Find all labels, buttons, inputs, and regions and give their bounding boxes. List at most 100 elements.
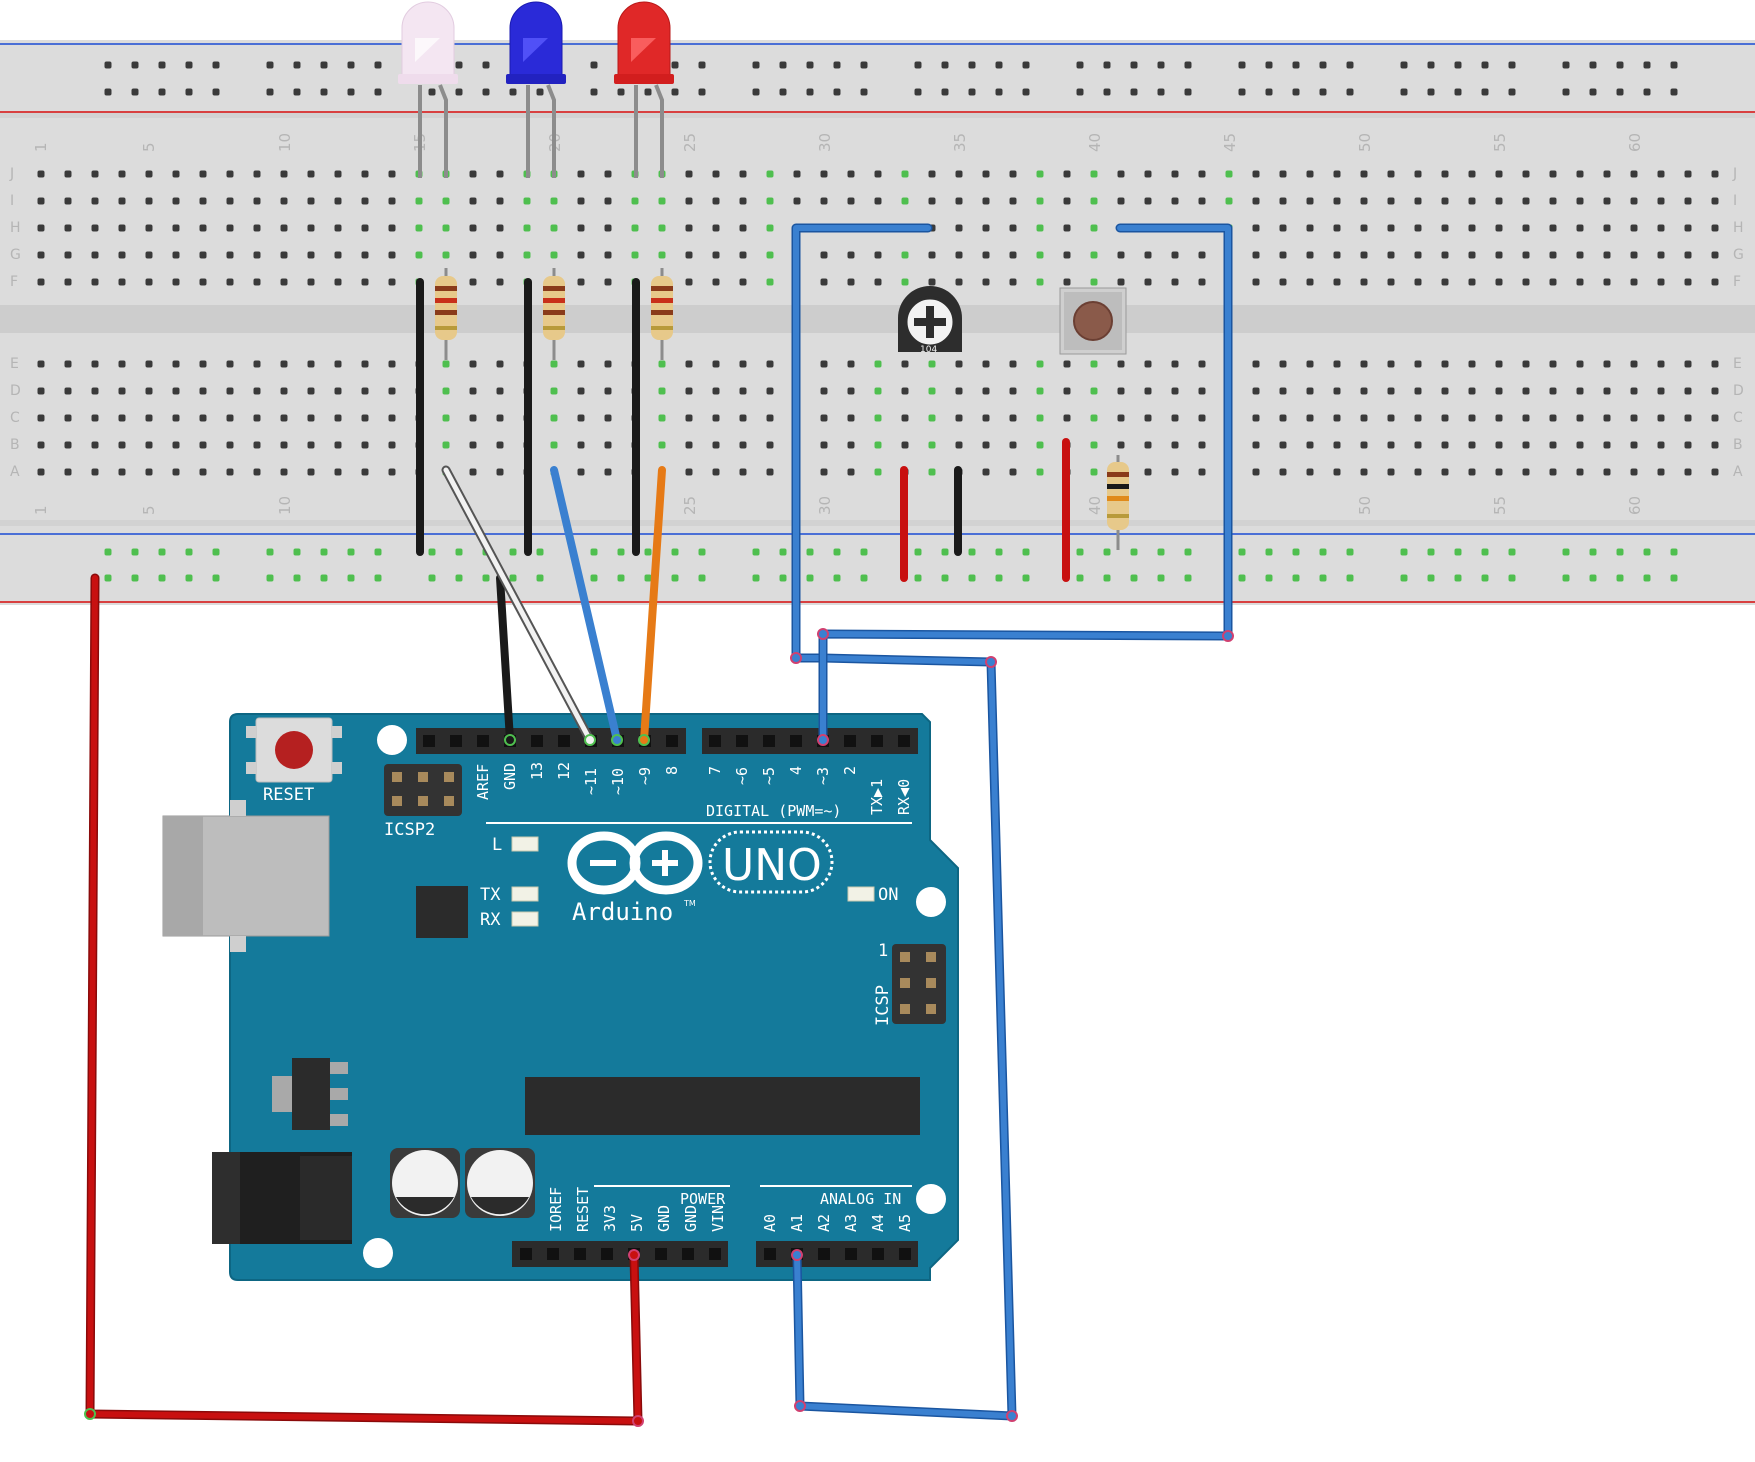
header-pin[interactable]: [450, 735, 462, 747]
breadboard-hole: [1252, 387, 1260, 395]
breadboard-hole: [442, 360, 450, 368]
breadboard-hole: [1441, 468, 1449, 476]
breadboard-hole: [280, 468, 288, 476]
breadboard-hole: [1036, 441, 1044, 449]
header-pin[interactable]: [709, 735, 721, 747]
breadboard-hole: [1387, 468, 1395, 476]
header-pin[interactable]: [477, 735, 489, 747]
breadboard-hole: [955, 251, 963, 259]
pin-label-gnd-1: GND: [655, 1205, 673, 1232]
breadboard-rail-hole: [1157, 61, 1165, 69]
header-pin[interactable]: [531, 735, 543, 747]
breadboard-hole: [1522, 224, 1530, 232]
breadboard-hole: [1603, 360, 1611, 368]
breadboard-hole: [1279, 251, 1287, 259]
breadboard-hole: [1036, 414, 1044, 422]
breadboard-hole: [1630, 170, 1638, 178]
header-pin[interactable]: [790, 735, 802, 747]
header-pin[interactable]: [818, 1248, 830, 1260]
breadboard-rail-hole: [1643, 574, 1651, 582]
breadboard-hole: [226, 360, 234, 368]
breadboard-hole: [199, 414, 207, 422]
header-pin[interactable]: [899, 1248, 911, 1260]
header-pin[interactable]: [763, 735, 775, 747]
breadboard-hole: [253, 197, 261, 205]
breadboard-rail-hole: [428, 548, 436, 556]
breadboard-hole: [1468, 387, 1476, 395]
header-pin[interactable]: [898, 735, 910, 747]
breadboard-hole: [1711, 197, 1719, 205]
breadboard-rail-hole: [293, 61, 301, 69]
breadboard-hole: [1387, 441, 1395, 449]
breadboard-rail-hole: [536, 574, 544, 582]
column-numbers-bottom: 1 5 10 25 30 40 50 55 60: [32, 496, 1644, 515]
breadboard-rail-hole: [1670, 574, 1678, 582]
breadboard-hole: [1036, 468, 1044, 476]
breadboard-hole: [1279, 468, 1287, 476]
header-pin[interactable]: [872, 1248, 884, 1260]
breadboard-hole: [685, 414, 693, 422]
led-red: [614, 1, 674, 178]
breadboard-hole: [712, 224, 720, 232]
header-pin[interactable]: [682, 1248, 694, 1260]
breadboard-hole: [469, 360, 477, 368]
row-letter-e-right: E: [1733, 356, 1742, 372]
breadboard-hole: [1090, 441, 1098, 449]
header-pin[interactable]: [520, 1248, 532, 1260]
breadboard-hole: [1036, 197, 1044, 205]
breadboard-hole: [1630, 414, 1638, 422]
breadboard-rail-hole: [428, 574, 436, 582]
breadboard-hole: [118, 360, 126, 368]
header-pin[interactable]: [655, 1248, 667, 1260]
breadboard-hole: [199, 278, 207, 286]
breadboard-hole: [1468, 197, 1476, 205]
header-pin[interactable]: [844, 735, 856, 747]
header-pin[interactable]: [547, 1248, 559, 1260]
breadboard-hole: [64, 441, 72, 449]
row-letter-c-right: C: [1733, 410, 1743, 426]
header-pin[interactable]: [736, 735, 748, 747]
breadboard-rail-hole: [158, 548, 166, 556]
row-letter-g: G: [10, 247, 21, 263]
breadboard-hole: [982, 387, 990, 395]
breadboard-hole: [685, 360, 693, 368]
breadboard-rail-hole: [347, 88, 355, 96]
breadboard-hole: [847, 441, 855, 449]
col-num-50-bottom: 50: [1356, 496, 1374, 515]
header-pin[interactable]: [558, 735, 570, 747]
breadboard-hole: [118, 170, 126, 178]
wire-red-5v-rail: [87, 575, 641, 1424]
reset-label: RESET: [263, 785, 314, 805]
header-pin[interactable]: [845, 1248, 857, 1260]
breadboard-rail-hole: [374, 548, 382, 556]
led-l-label: L: [492, 835, 502, 855]
col-num-30-bottom: 30: [816, 496, 834, 515]
breadboard-hole: [1333, 387, 1341, 395]
col-num-40-bottom: 40: [1086, 496, 1104, 515]
breadboard-hole: [37, 468, 45, 476]
breadboard-hole: [1684, 170, 1692, 178]
led-on: [847, 886, 875, 902]
breadboard-hole: [1144, 251, 1152, 259]
header-pin[interactable]: [871, 735, 883, 747]
potentiometer[interactable]: 104: [898, 286, 962, 355]
header-pin[interactable]: [709, 1248, 721, 1260]
pushbutton[interactable]: [1059, 287, 1127, 355]
breadboard-hole: [766, 360, 774, 368]
reset-button[interactable]: [246, 717, 342, 783]
breadboard-hole: [928, 360, 936, 368]
header-pin[interactable]: [574, 1248, 586, 1260]
breadboard-rail-hole: [914, 88, 922, 96]
breadboard-hole: [982, 197, 990, 205]
breadboard-hole: [712, 468, 720, 476]
header-pin[interactable]: [601, 1248, 613, 1260]
breadboard-hole: [64, 170, 72, 178]
breadboard-hole: [604, 360, 612, 368]
breadboard-hole: [388, 360, 396, 368]
header-pin[interactable]: [423, 735, 435, 747]
breadboard-rail-hole: [455, 548, 463, 556]
header-pin[interactable]: [764, 1248, 776, 1260]
breadboard-hole: [604, 468, 612, 476]
breadboard-hole: [820, 441, 828, 449]
header-pin[interactable]: [666, 735, 678, 747]
